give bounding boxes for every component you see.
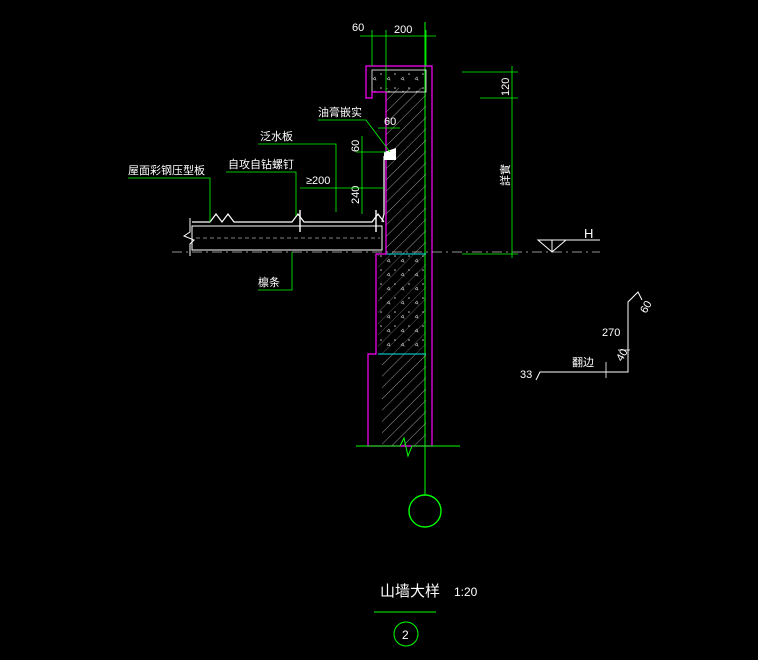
level-label: H — [584, 226, 593, 241]
title-block: 山墙大样 1:20 2 — [374, 583, 478, 647]
callout-screw: 自攻自钻螺钉 — [228, 157, 294, 171]
axis-bubble — [408, 494, 442, 528]
break-line — [356, 436, 460, 458]
dim-cap-height: 120 — [500, 78, 512, 96]
dim-lap-length: ≥200 — [306, 175, 330, 187]
flashing-dimensions: 60 60 240 ≥200 — [300, 116, 400, 214]
detail-dim-270: 270 — [602, 327, 620, 339]
level-symbol — [536, 239, 600, 253]
roof-panel — [182, 210, 385, 256]
detail-dim-b: 60 — [638, 299, 655, 316]
callout-sealant: 油膏嵌实 — [318, 105, 362, 119]
dim-parapet-height: 詳實 — [498, 164, 512, 186]
detail-note: 翻边 — [572, 355, 594, 369]
title-number: 2 — [402, 628, 409, 642]
dim-flashing-height: 240 — [350, 186, 362, 204]
wall-section — [356, 65, 460, 458]
sealant-mark — [384, 148, 396, 160]
detail-dim-33: 33 — [520, 369, 532, 381]
dim-wall-width: 200 — [394, 24, 412, 36]
callout-leaders — [128, 119, 391, 291]
callout-purlin: 檩条 — [258, 275, 280, 289]
dim-gap-60-h: 60 — [384, 116, 396, 128]
title-scale: 1:20 — [454, 585, 478, 599]
right-dimension: 120 詳實 — [462, 66, 518, 258]
wall-outline — [365, 65, 433, 447]
top-dimension: 60 200 — [352, 22, 436, 92]
flashing-detail: 270 33 40 60 翻边 — [520, 291, 655, 381]
title-name: 山墙大样 — [380, 583, 440, 600]
dim-top-offset: 60 — [352, 22, 364, 34]
detail-dim-a: 40 — [614, 347, 631, 364]
callout-roof-panel: 屋面彩钢压型板 — [128, 163, 205, 177]
flashing-board — [381, 156, 385, 223]
callout-flashing: 泛水板 — [260, 129, 293, 143]
dim-gap-60-v: 60 — [350, 140, 362, 152]
